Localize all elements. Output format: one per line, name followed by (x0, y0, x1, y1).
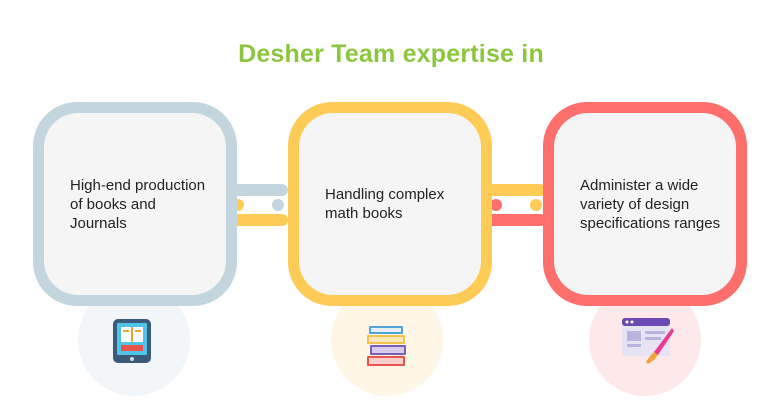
card-1-text: High-end production of books and Journal… (70, 176, 206, 232)
tablet-book-icon (113, 319, 151, 363)
connector-2-3 (486, 184, 546, 226)
expertise-card-1: High-end production of books and Journal… (33, 102, 237, 306)
card-2-text: Handling complex math books (325, 186, 445, 222)
expertise-card-2: Handling complex math books (288, 102, 492, 306)
design-brush-icon (622, 318, 674, 364)
book-stack-icon (367, 326, 406, 366)
connector-1-2 (228, 184, 288, 226)
card-3-text: Administer a wide variety of design spec… (580, 176, 721, 232)
expertise-card-3: Administer a wide variety of design spec… (543, 102, 747, 306)
page-title: Desher Team expertise in (238, 40, 544, 68)
